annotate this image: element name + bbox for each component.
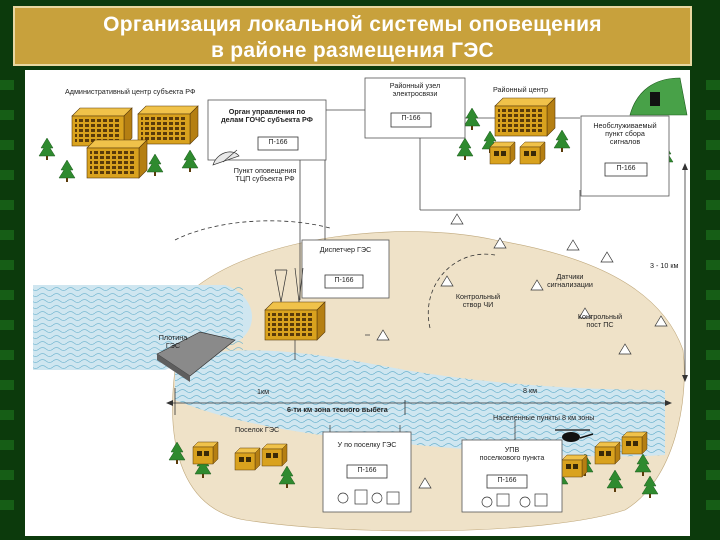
km-right-label: 8 км	[523, 386, 538, 395]
dam	[156, 331, 236, 377]
district-center-label: Районный центр	[493, 85, 548, 94]
dispatcher-label: Диспетчер ГЭС	[319, 245, 372, 254]
device-p166-upv: П-166	[497, 477, 517, 484]
title-line-1: Организация локальной системы оповещения	[103, 13, 602, 36]
dish-icon	[212, 149, 240, 166]
admin-center-label: Административный центр субъекта РФ	[65, 87, 196, 96]
ufo-post-label: У по поселку ГЭС	[337, 440, 397, 449]
device-p166-manned: П-166	[616, 165, 636, 172]
device-p166-district: П-166	[401, 115, 421, 122]
antenna-icon	[274, 267, 304, 303]
km-left-label: 1км	[257, 387, 270, 396]
settlement-label: Поселок ГЭС	[235, 425, 280, 434]
title-line-2: в районе размещения ГЭС	[210, 39, 495, 62]
helicopter-icon	[555, 429, 594, 442]
warning-system-diagram: Административный центр субъекта РФ Район…	[25, 70, 690, 536]
distance-3-10-label: 3 - 10 км	[650, 261, 679, 270]
manned-point-frame	[580, 115, 670, 197]
admin-buildings	[71, 105, 199, 179]
settlements-8km-label: Населенные пункты 8 км зоны	[493, 413, 595, 422]
device-p166-dispatcher: П-166	[334, 277, 354, 284]
device-p166-ufo: П-166	[357, 467, 377, 474]
zone-label: 6-ти км зона тесного выбега	[287, 405, 388, 414]
device-p166-authority: П-166	[268, 139, 288, 146]
slide-title: Организация локальной системы оповещения…	[13, 6, 692, 66]
district-node-frame	[364, 77, 466, 139]
diagram-graphics	[33, 77, 688, 532]
